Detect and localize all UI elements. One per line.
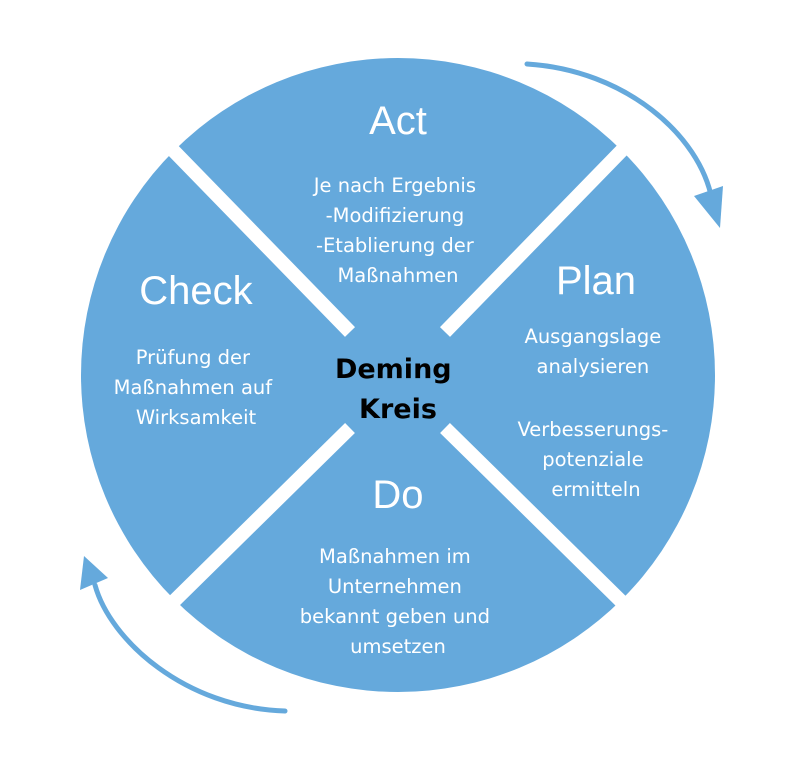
divider-bottom-left [160,423,355,615]
quadrant-do-title: Do [372,473,423,517]
quadrant-check: Check Prüfung der Maßnahmen auf Wirksamk… [114,269,279,429]
do-line-4: umsetzen [350,635,446,658]
quadrant-act-text: Je nach Ergebnis -Modifizierung -Etablie… [312,174,482,287]
check-line-3: Wirksamkeit [136,406,257,429]
quadrant-plan: Plan Ausgangslage analysieren Verbesseru… [517,259,674,501]
center-label: Deming Kreis [335,354,461,425]
act-line-4: Maßnahmen [337,264,458,287]
act-line-2: -Modifizierung [326,204,465,227]
check-line-1: Prüfung der [136,346,251,369]
quadrant-act: Act Je nach Ergebnis -Modifizierung -Eta… [312,99,482,287]
do-line-1: Maßnahmen im [319,545,471,568]
plan-line-2: analysieren [537,355,650,378]
cycle-arrow-bottom-left [80,556,288,714]
center-label-line-2: Kreis [359,394,437,425]
arrow-arc-top-right [524,61,715,203]
do-line-2: Unternehmen [328,575,462,598]
arrow-arc-bottom-left [92,582,288,714]
cycle-arrow-top-right [524,61,723,228]
quadrant-plan-text: Ausgangslage analysieren Verbesserungs- … [517,325,674,501]
plan-line-4: potenziale [542,448,643,471]
arrow-head-bottom-left [80,556,108,590]
plan-line-3: Verbesserungs- [517,418,668,441]
center-label-line-1: Deming [335,354,452,385]
divider-bottom-right [440,423,635,615]
quadrant-do: Do Maßnahmen im Unternehmen bekannt gebe… [300,473,496,658]
plan-line-5: ermitteln [551,478,640,501]
quadrant-check-text: Prüfung der Maßnahmen auf Wirksamkeit [114,346,279,429]
quadrant-check-title: Check [139,269,253,313]
do-line-3: bekannt geben und [300,605,490,628]
arrow-head-top-right [694,186,723,228]
divider-top-left [159,137,356,337]
plan-line-1: Ausgangslage [524,325,661,348]
quadrant-plan-title: Plan [556,259,636,303]
check-line-2: Maßnahmen auf [114,376,274,399]
act-line-3: -Etablierung der [316,234,475,257]
quadrant-do-text: Maßnahmen im Unternehmen bekannt geben u… [300,545,496,658]
quadrant-act-title: Act [369,99,427,143]
divider-top-right [439,137,636,337]
act-line-1: Je nach Ergebnis [312,174,476,197]
